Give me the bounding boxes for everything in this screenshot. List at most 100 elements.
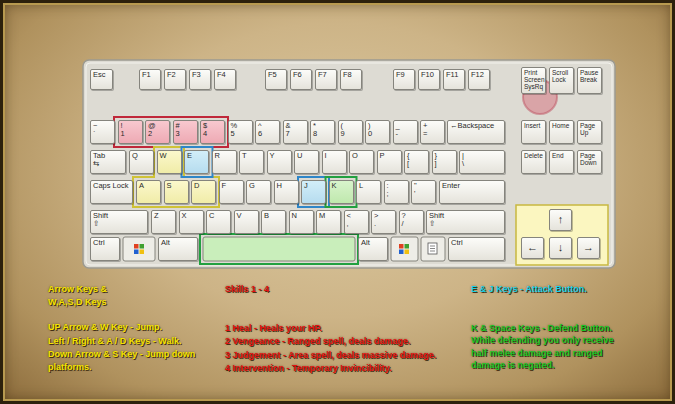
key-label: ,: [347, 220, 349, 228]
keyboard-key: F2: [164, 69, 186, 90]
key-label: H: [277, 182, 282, 190]
key-label: .: [374, 220, 376, 228]
keyboard-key: $4: [200, 120, 225, 144]
key-label: Insert: [524, 122, 540, 129]
key-label: Ctrl: [451, 239, 463, 247]
keyboard-key: L: [356, 180, 381, 204]
keyboard-key: E: [184, 150, 209, 174]
key-label: :: [387, 182, 389, 190]
arrow-keys-panel: [516, 205, 608, 265]
space-key: [203, 237, 355, 261]
key-label: _: [396, 122, 400, 130]
keyboard-key: F12: [468, 69, 490, 90]
key-label: 8: [313, 130, 317, 138]
keyboard-key: W: [157, 150, 182, 174]
keyboard-key: !1: [118, 120, 143, 144]
key-label: F7: [318, 71, 327, 79]
key-label: Q: [132, 152, 138, 160]
keyboard-key: &7: [283, 120, 308, 144]
key-label: ]: [435, 160, 437, 168]
keyboard-key: @2: [145, 120, 170, 144]
windows-key: [391, 237, 418, 261]
keyboard-key: T: [239, 150, 264, 174]
windows-logo: [399, 244, 409, 254]
key-label: }: [435, 152, 438, 160]
key-label: F5: [268, 71, 277, 79]
key-label: Home: [552, 122, 569, 129]
keyboard-key: F: [219, 180, 244, 204]
keyboard-key: Shift⇧: [90, 210, 148, 234]
windows-logo: [134, 244, 144, 254]
key-label: F4: [217, 71, 226, 79]
key-label: 1: [121, 130, 125, 138]
keyboard-key: (9: [338, 120, 363, 144]
windows-key: [123, 237, 155, 261]
key-label: [: [407, 160, 409, 168]
key-label: B: [264, 212, 269, 220]
key-label: A: [139, 182, 144, 190]
keyboard-key: A: [136, 180, 161, 204]
keyboard-key: Page Up: [577, 120, 602, 144]
keyboard-key: F11: [443, 69, 465, 90]
key-label: *: [313, 122, 316, 130]
key-label: Scroll Lock: [552, 69, 571, 83]
instruction-text: Skills 1 - 4: [225, 283, 471, 296]
keyboard-key: M: [316, 210, 341, 234]
instruction-text: Arrow Keys & W,A,S,D Keys: [48, 283, 143, 308]
keyboard-key: Enter: [439, 180, 505, 204]
keyboard-key: F1: [139, 69, 161, 90]
keyboard-key: F6: [290, 69, 312, 90]
keyboard-key: Pause Break: [577, 67, 602, 94]
key-label: L: [359, 182, 363, 190]
keyboard-key: C: [206, 210, 231, 234]
menu-icon: [428, 243, 437, 254]
key-label: X: [182, 212, 187, 220]
instruction-text: UP Arrow & W Key - Jump.: [48, 321, 216, 334]
key-label: C: [209, 212, 214, 220]
keyboard-key: F10: [418, 69, 440, 90]
key-label: 6: [258, 130, 262, 138]
key-label: K: [332, 182, 337, 190]
key-label: ": [414, 182, 417, 190]
key-label: Page Up: [580, 122, 599, 136]
keyboard-key: I: [322, 150, 347, 174]
key-label: F2: [167, 71, 176, 79]
keyboard-key: F7: [315, 69, 337, 90]
key-label: =: [423, 130, 427, 138]
key-label: |: [462, 152, 464, 160]
key-label: !: [121, 122, 123, 130]
key-label: ←Backspace: [450, 122, 494, 130]
key-label: /: [402, 220, 404, 228]
defend-highlight-frame: [200, 234, 358, 264]
key-label: V: [237, 212, 242, 220]
keyboard-key: End: [549, 150, 574, 174]
keyboard-key: Caps Lock: [90, 180, 133, 204]
key-label: 7: [286, 130, 290, 138]
key-label: W: [160, 152, 167, 160]
key-label: ⇆: [93, 160, 99, 168]
key-label: ): [368, 122, 371, 130]
keyboard-key: D: [191, 180, 216, 204]
keyboard-key: _-: [393, 120, 418, 144]
key-label: Shift: [93, 212, 108, 220]
keyboard-key: <,: [344, 210, 369, 234]
keyboard-key: Delete: [521, 150, 546, 174]
instruction-column: Arrow Keys & W,A,S,D Keys UP Arrow & W Ke…: [48, 283, 216, 373]
key-label: \: [462, 160, 464, 168]
key-label: U: [297, 152, 302, 160]
keyboard-key: Insert: [521, 120, 546, 144]
keyboard-key: %5: [228, 120, 253, 144]
key-label: ~: [93, 122, 97, 130]
key-label: ?: [402, 212, 406, 220]
key-label: P: [380, 152, 385, 160]
keyboard-key: Shift⇧: [426, 210, 505, 234]
keyboard-key: F8: [340, 69, 362, 90]
key-label: +: [423, 122, 427, 130]
key-label: →: [583, 242, 594, 254]
keyboard-key: Home: [549, 120, 574, 144]
keyboard-key: Tab⇆: [90, 150, 126, 174]
keyboard-key: #3: [173, 120, 198, 144]
key-label: M: [319, 212, 325, 220]
keyboard-key: Ctrl: [448, 237, 505, 261]
